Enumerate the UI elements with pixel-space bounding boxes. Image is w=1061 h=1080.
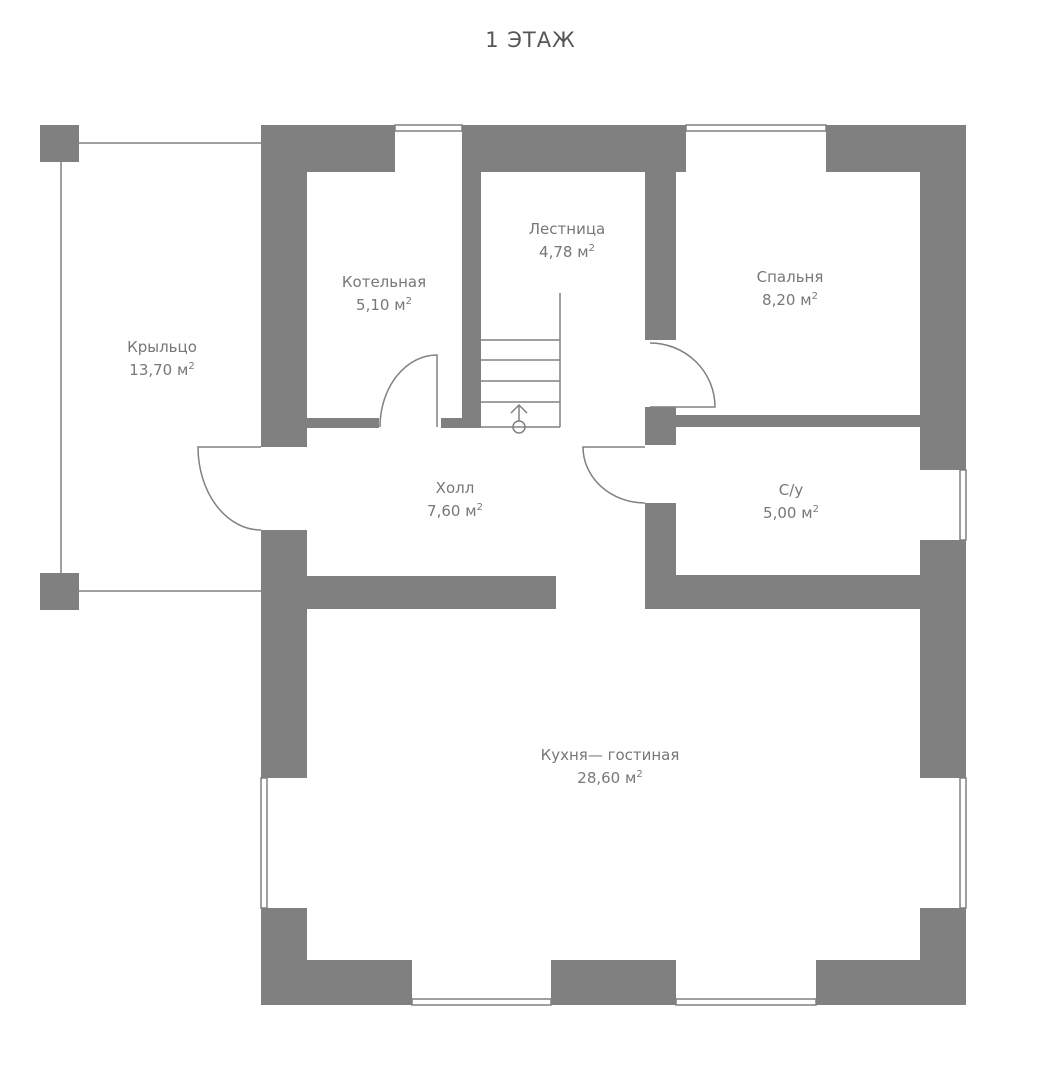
room-label-stairs: Лестница 4,78 м2 (528, 220, 606, 261)
room-label-kitchen: Кухня— гостиная 28,60 м2 (540, 746, 680, 787)
porch (40, 125, 261, 610)
doors (197, 342, 716, 531)
room-label-boiler: Котельная 5,10 м2 (341, 273, 427, 314)
floor-title: 1 ЭТАЖ (485, 28, 576, 52)
room-label-porch: Крыльцо 13,70 м2 (127, 338, 197, 379)
staircase (481, 293, 561, 434)
windows (260, 124, 967, 1006)
porch-pillar (40, 125, 79, 162)
room-label-bathroom: С/у 5,00 м2 (763, 481, 819, 522)
walls (261, 125, 966, 1005)
room-label-hall: Холл 7,60 м2 (427, 479, 483, 520)
room-label-bedroom: Спальня 8,20 м2 (756, 268, 824, 309)
porch-pillar (40, 573, 79, 610)
